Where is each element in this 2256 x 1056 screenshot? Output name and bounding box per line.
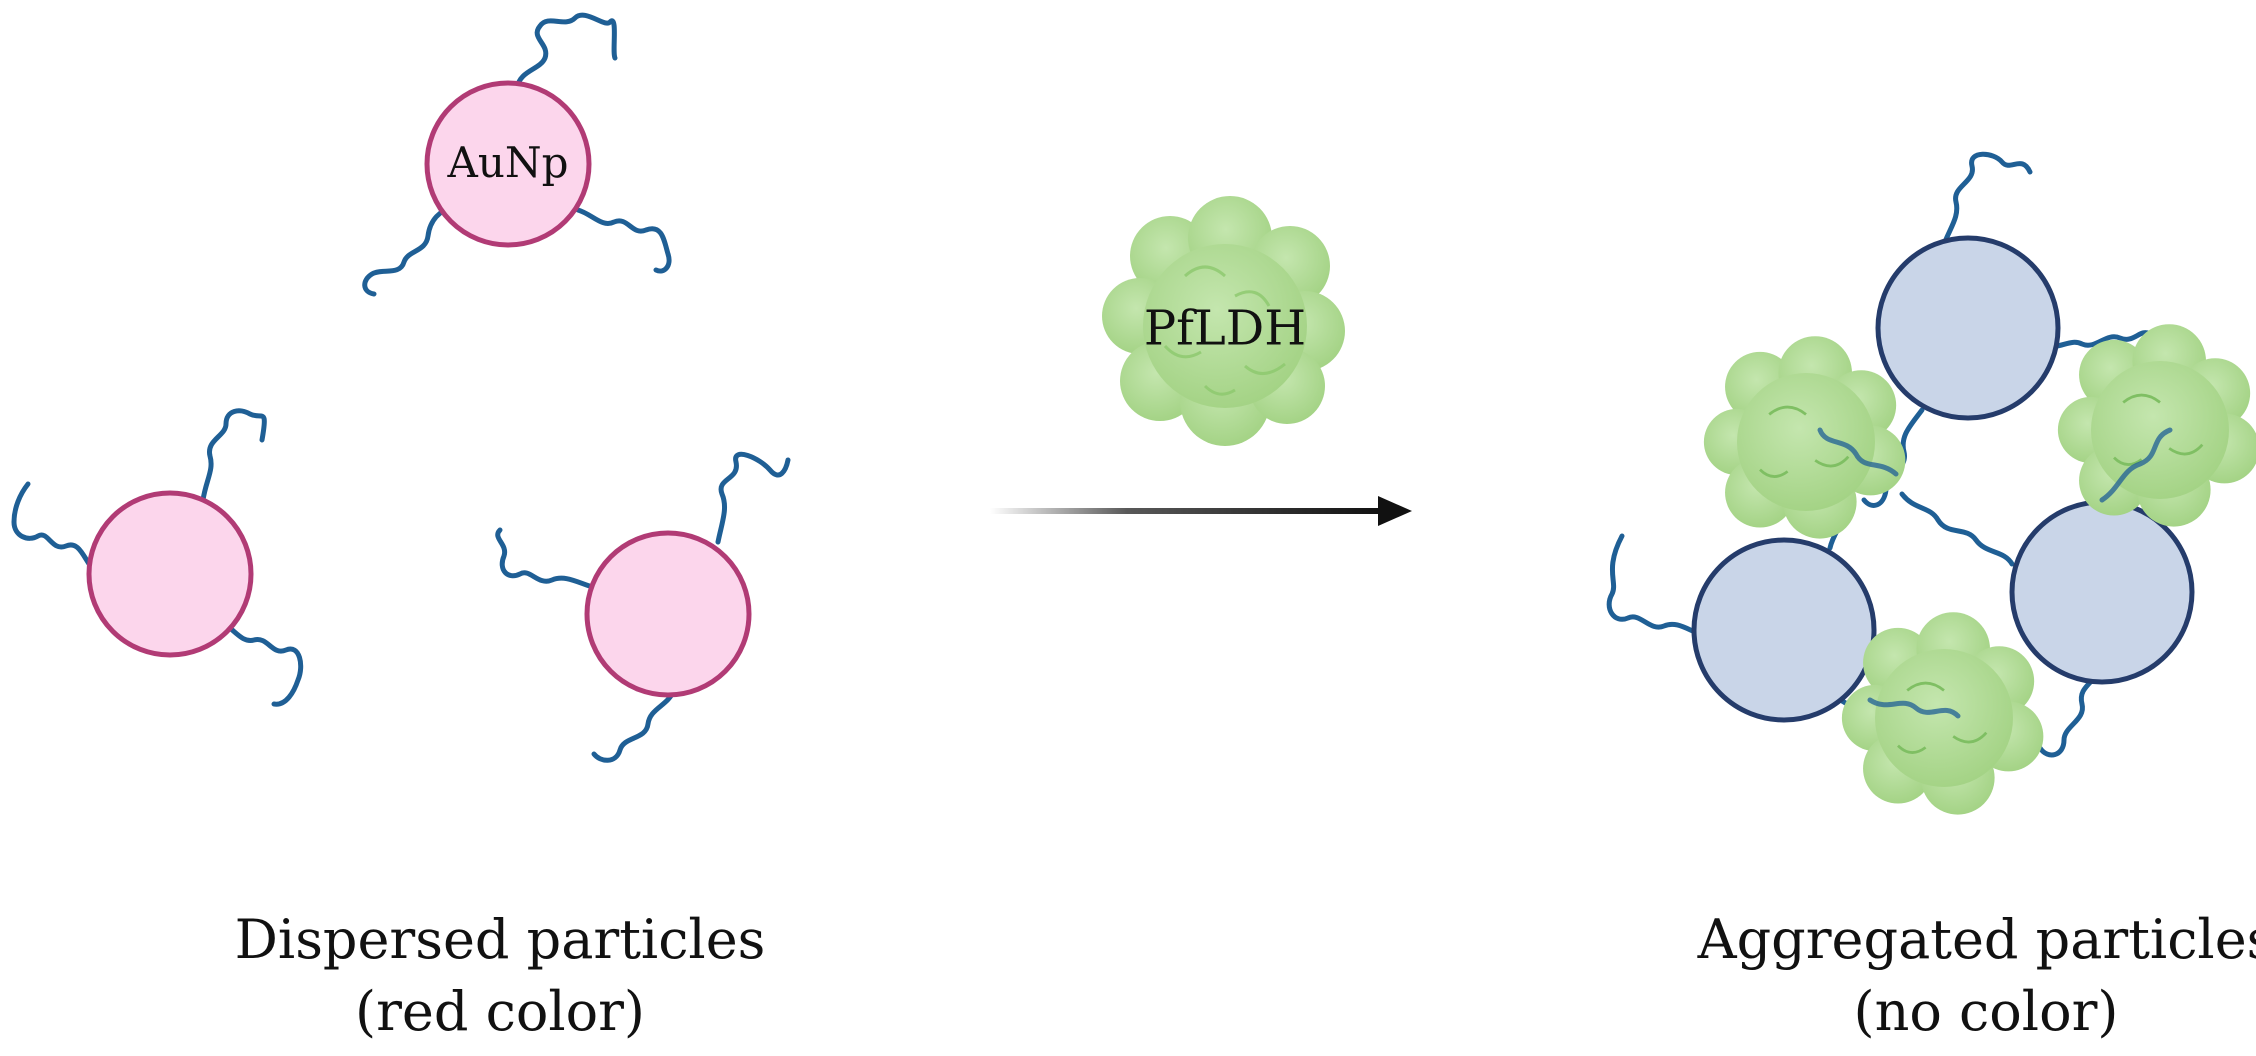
strand-icon [200, 408, 267, 503]
aggregated-particles-group [1606, 151, 2256, 815]
left-caption: Dispersed particles (red color) [235, 908, 766, 1043]
pfldh-protein-icon [2057, 324, 2256, 527]
strand-overlay [1817, 427, 2173, 719]
pfldh-protein-icon [1703, 336, 1906, 539]
strand-icon [2037, 665, 2105, 758]
aunp-particle-icon [584, 530, 752, 698]
right-caption: Aggregated particles (no color) [1697, 908, 2256, 1043]
strand-icon [2039, 330, 2153, 350]
particle-label: AuNp [446, 138, 568, 187]
strand-icon [1606, 533, 1709, 639]
aggregated-particle-icon [1875, 235, 2061, 421]
aunp-particle-left [11, 408, 304, 707]
strand-icon [1939, 151, 2033, 253]
strand-icon [1867, 697, 1961, 719]
strand-icon [495, 527, 599, 591]
strand-icon [215, 619, 304, 707]
strand-icon [591, 687, 677, 763]
aunp-particle-right [495, 451, 791, 763]
strand-icon [1899, 491, 2015, 567]
aunp-particle-icon [86, 490, 254, 658]
aggregated-particle-icon [1691, 537, 1877, 723]
aunp-particle-icon [424, 80, 592, 248]
aunp-particle-top: AuNp [362, 12, 672, 297]
strand-icon [1817, 427, 1899, 477]
right-caption-line2: (no color) [1854, 980, 2119, 1043]
dispersed-particles-group: AuNp [11, 12, 791, 763]
strand-icon [2099, 427, 2173, 503]
strand-icon [715, 451, 791, 545]
aggregated-particle-icon [2009, 499, 2195, 685]
strand-icon [11, 481, 98, 575]
strand-icon [575, 207, 672, 274]
strand-icon [514, 12, 618, 91]
pfldh-protein-icon [1102, 196, 1345, 446]
right-caption-line1: Aggregated particles [1697, 908, 2256, 971]
left-caption-line1: Dispersed particles [235, 908, 766, 971]
protein-label: PfLDH [1144, 301, 1306, 357]
left-caption-line2: (red color) [355, 980, 645, 1043]
reaction-arrow-icon [990, 496, 1412, 526]
protein-reagent: PfLDH [1102, 196, 1345, 446]
pfldh-protein-icon [1841, 612, 2044, 815]
strand-icon [362, 203, 458, 297]
